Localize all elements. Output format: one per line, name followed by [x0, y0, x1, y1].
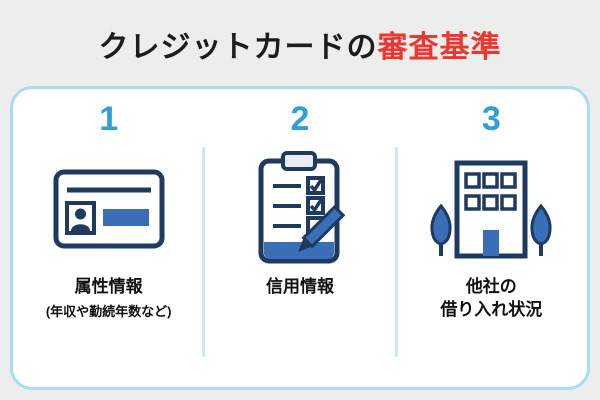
step-2-column: 2 — [204, 89, 395, 387]
title-prefix: クレジットカードの — [98, 31, 378, 64]
step-label-line2: 借り入れ状況 — [440, 300, 543, 320]
step-label: 他社の 借り入れ状況 — [440, 276, 542, 322]
clipboard-icon — [253, 142, 347, 276]
page-title: クレジットカードの審査基準 — [0, 22, 600, 66]
step-number: 2 — [290, 100, 310, 138]
step-3-column: 3 他社の 借り入れ状況 — [396, 89, 587, 387]
id-card-icon — [53, 142, 165, 276]
step-label: 属性情報 — [74, 277, 143, 297]
step-sublabel: (年収や勤続年数など) — [45, 304, 172, 320]
steps-card: 1 属性情報 (年収や勤続年数など) 2 — [10, 86, 590, 390]
step-1-column: 1 属性情報 (年収や勤続年数など) — [13, 89, 204, 387]
column-divider — [394, 147, 398, 357]
column-divider — [202, 147, 206, 357]
step-label-line1: 他社の — [465, 277, 517, 297]
building-icon — [427, 142, 555, 276]
title-highlight: 審査基準 — [377, 31, 502, 64]
step-label: 信用情報 — [265, 277, 334, 297]
step-number: 1 — [99, 100, 119, 138]
step-number: 3 — [481, 100, 501, 138]
